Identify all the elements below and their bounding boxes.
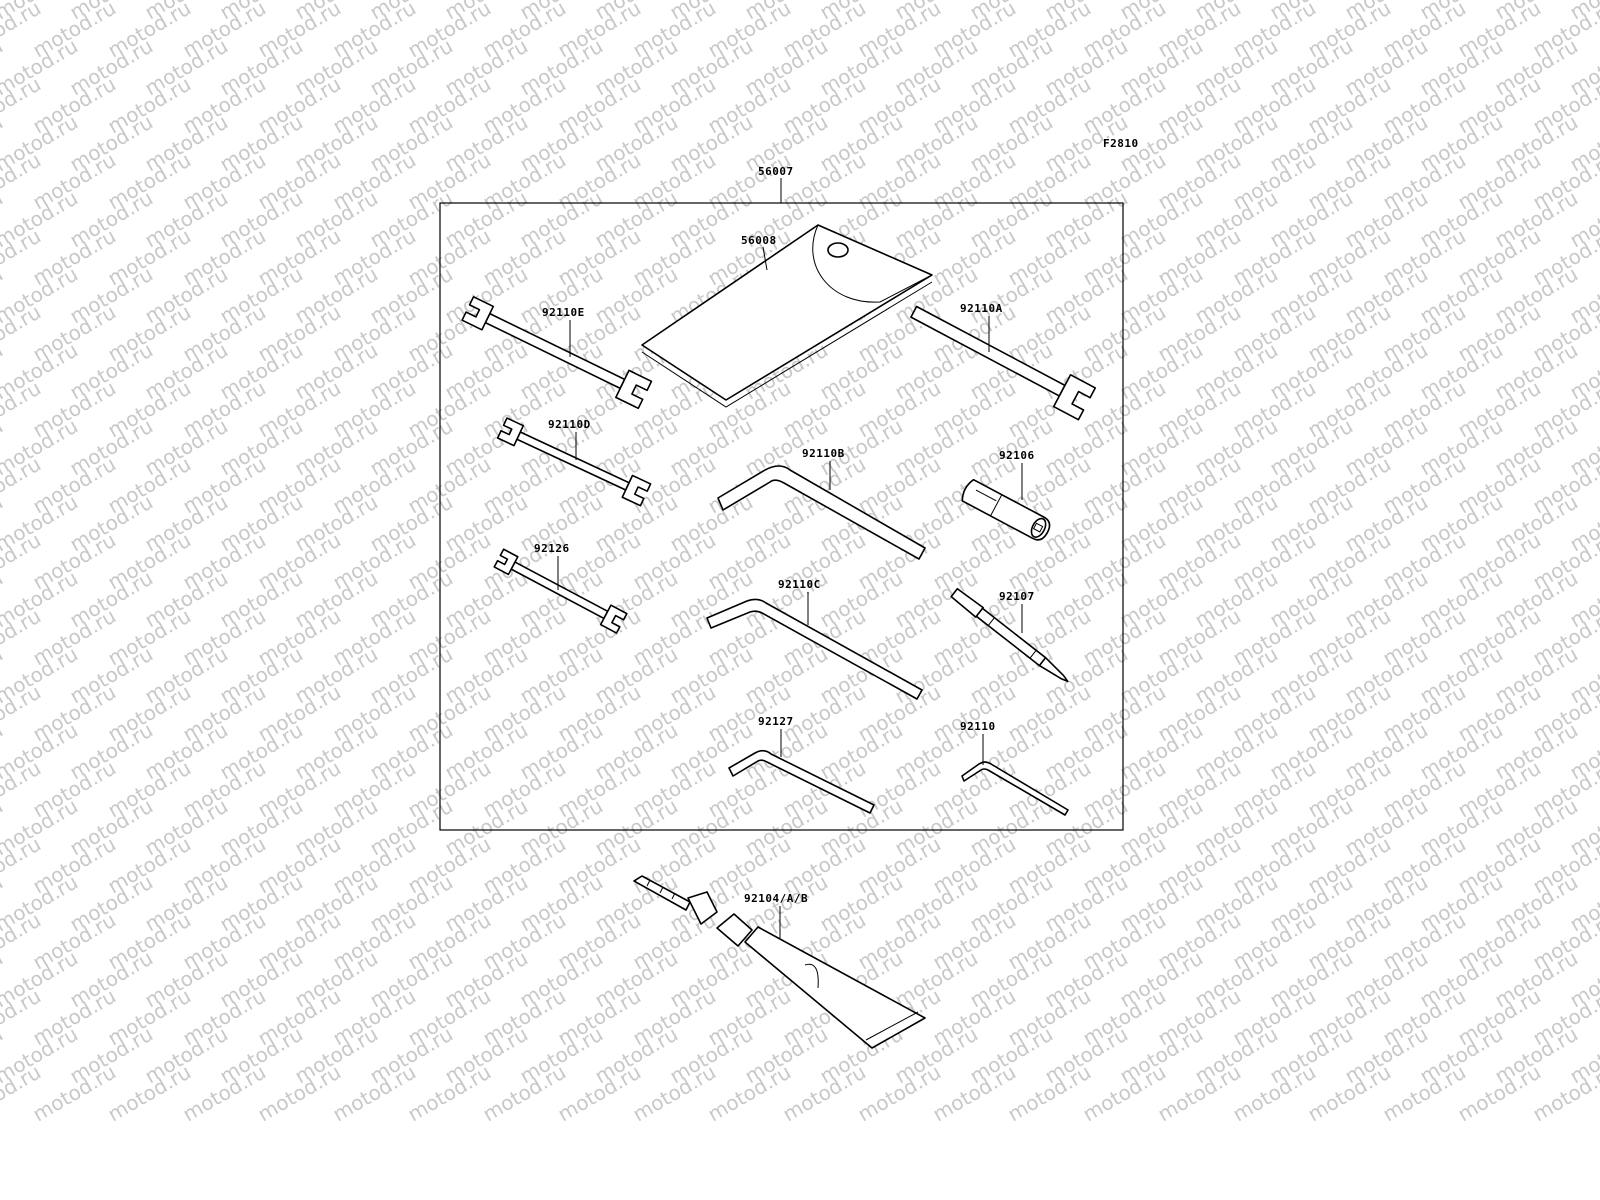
label-wrench-126: 92126: [534, 542, 570, 555]
label-bag: 56008: [741, 234, 777, 247]
label-kit: 56007: [758, 165, 794, 178]
label-wrench-d: 92110D: [548, 418, 591, 431]
watermark-text: motod.ru: [1529, 1060, 1600, 1127]
label-wrench-a: 92110A: [960, 302, 1003, 315]
label-wrench-e: 92110E: [542, 306, 585, 319]
label-hex-127: 92127: [758, 715, 794, 728]
figure-code: F2810: [1103, 137, 1139, 150]
label-grease: 92104/A/B: [744, 892, 808, 905]
label-hex-b: 92110B: [802, 447, 845, 460]
label-hex-c: 92110C: [778, 578, 821, 591]
label-screwdriver: 92107: [999, 590, 1035, 603]
label-plug-tool: 92106: [999, 449, 1035, 462]
label-hex-small: 92110: [960, 720, 996, 733]
